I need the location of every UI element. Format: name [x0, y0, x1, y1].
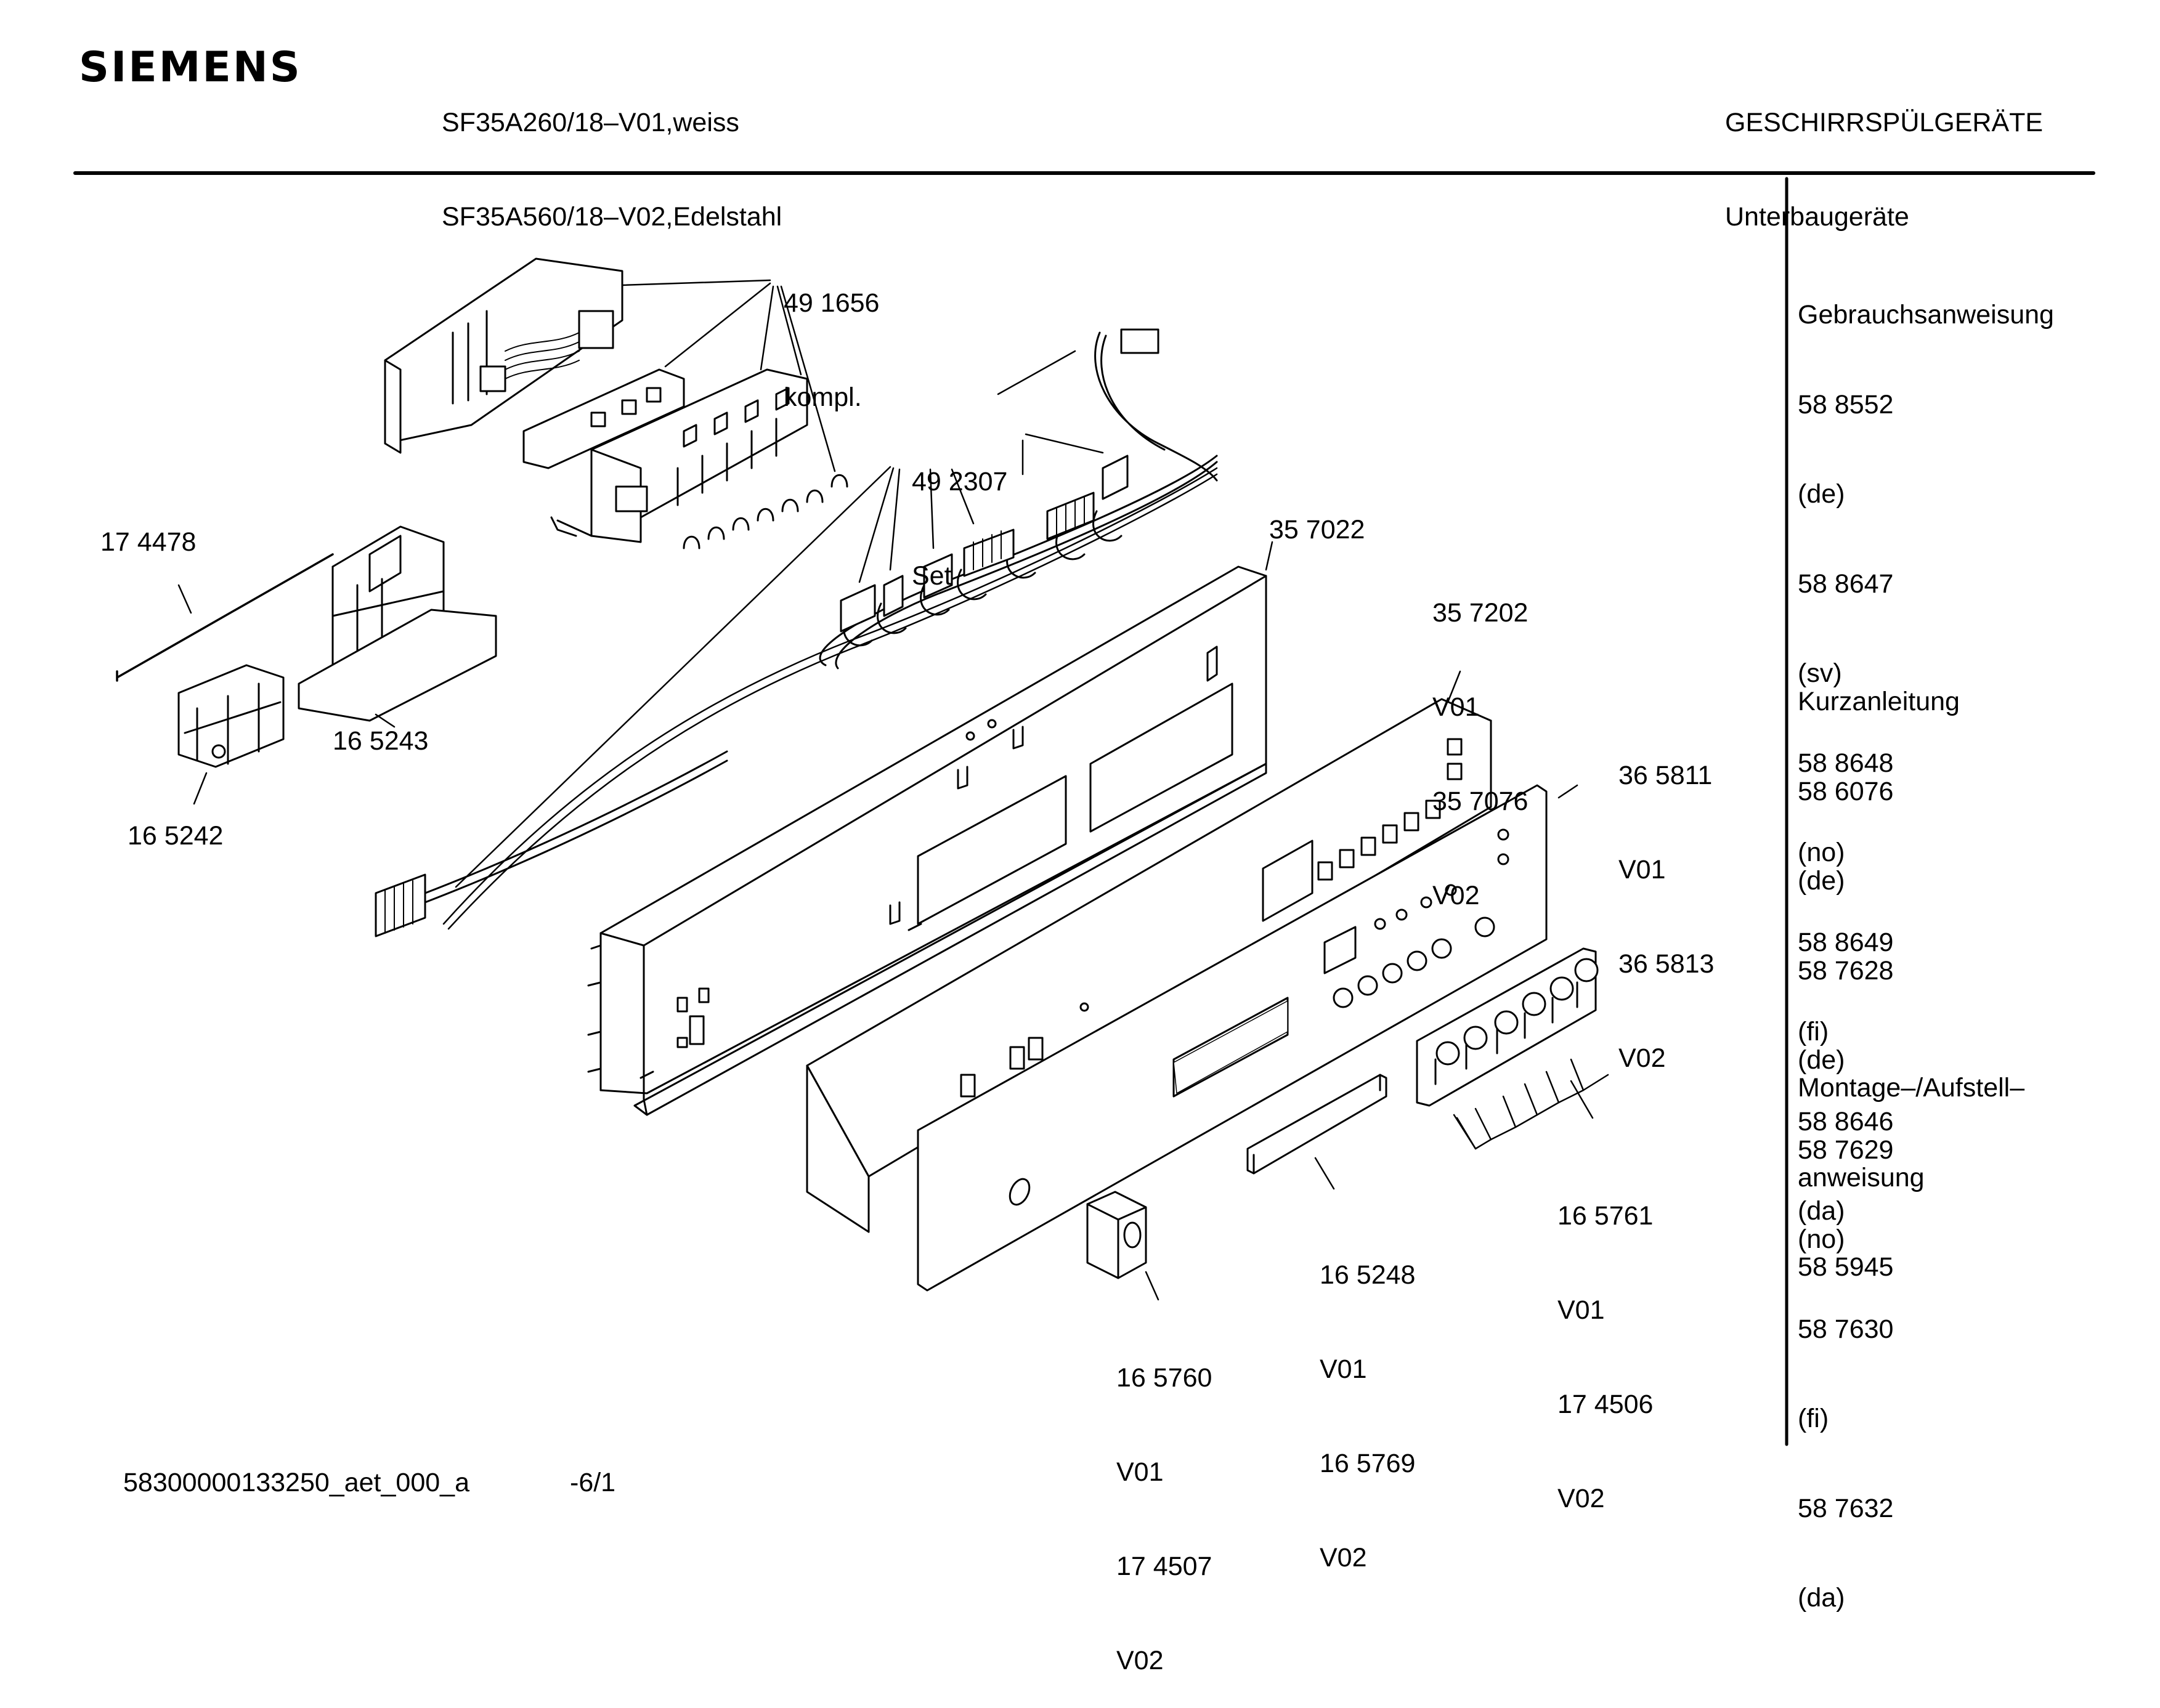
main-switch-part [1086, 1191, 1147, 1279]
doc-number: 58 8648 [1798, 748, 1894, 778]
door-lock-part [116, 525, 497, 768]
variant-code: V02 [1432, 881, 1480, 910]
doc-language: (de) [1798, 1045, 1845, 1075]
doc-language: (da) [1798, 1196, 1845, 1226]
part-label-492307: 49 2307 Set [912, 403, 1007, 623]
variant-code: V02 [1320, 1543, 1367, 1572]
variant-code: V01 [1557, 1295, 1605, 1325]
doc-number: 58 5945 [1798, 1252, 1894, 1282]
part-label-365811: 36 5811 V01 36 5813 V02 [1618, 697, 1714, 1106]
cover-strip-part [1246, 1074, 1387, 1175]
doc-language: (da) [1798, 1583, 1845, 1613]
category-line: Unterbaugeräte [1725, 202, 1909, 232]
part-number: 35 7076 [1432, 787, 1529, 816]
part-number: 16 5769 [1320, 1449, 1416, 1478]
leader-lines [1265, 541, 1578, 799]
leader-lines [177, 584, 396, 805]
doc-number: 58 7629 [1798, 1135, 1894, 1165]
variant-code: V02 [1116, 1646, 1164, 1675]
part-number: 36 5813 [1618, 949, 1715, 979]
leader-lines [455, 350, 1104, 888]
part-label-174478: 17 4478 [100, 527, 197, 557]
part-label-165243: 16 5243 [333, 726, 429, 756]
doc-number: 58 8646 [1798, 1106, 1894, 1136]
doc-heading: anweisung [1798, 1162, 1925, 1192]
part-number: 16 5761 [1557, 1201, 1654, 1231]
button-block-part [1416, 947, 1599, 1107]
part-number: 16 5760 [1116, 1363, 1212, 1393]
doc-number: 58 8552 [1798, 389, 1894, 419]
wiring-harness-part [375, 328, 1218, 937]
panel-frame-part [587, 565, 1267, 1116]
doc-language: (sv) [1798, 658, 1842, 688]
part-number: 16 5248 [1320, 1260, 1416, 1290]
doc-language: (fi) [1798, 1017, 1829, 1046]
part-label-165248: 16 5248 V01 16 5769 V02 [1320, 1197, 1415, 1605]
control-module-part [384, 257, 848, 549]
brand-logo: SIEMENS [79, 43, 302, 92]
doc-language: (no) [1798, 838, 1845, 867]
variant-code: V02 [1618, 1043, 1666, 1073]
part-qualifier: Set [912, 561, 952, 591]
doc-number: 58 7632 [1798, 1493, 1894, 1523]
part-label-491656: 49 1656 kompl. [784, 225, 879, 445]
panel-housing-part [806, 698, 1492, 1233]
doc-heading: Montage–/Aufstell– [1798, 1073, 2025, 1103]
leader-lines [621, 279, 836, 472]
variant-code: V01 [1432, 692, 1480, 722]
leader-lines [1453, 1058, 1609, 1150]
page-number: -6/1 [570, 1468, 616, 1497]
doc-language: (de) [1798, 866, 1845, 896]
leader-line [1314, 1157, 1335, 1190]
assembly-guide-list: Montage–/Aufstell– anweisung 58 5945 [1798, 1013, 2024, 1312]
variant-code: V01 [1618, 855, 1666, 884]
model-line: SF35A260/18–V01,weiss [442, 108, 739, 137]
doc-heading: Gebrauchsanweisung [1798, 300, 2054, 330]
part-number: 49 1656 [784, 288, 880, 318]
doc-number: 58 7630 [1798, 1314, 1894, 1344]
doc-heading: Kurzanleitung [1798, 687, 1960, 716]
exploded-view-drawing [73, 171, 2095, 1446]
model-list: SF35A260/18–V01,weiss SF35A560/18–V02,Ed… [442, 44, 782, 264]
document-id: 58300000133250_aet_000_a [123, 1468, 469, 1497]
part-label-165242: 16 5242 [128, 821, 224, 851]
part-label-357202: 35 7202 V01 35 7076 V02 [1432, 535, 1528, 943]
doc-number: 58 6076 [1798, 776, 1894, 806]
manual-list: Gebrauchsanweisung 58 8552 (de) 58 8647 … [1798, 240, 2054, 1256]
leader-line [1145, 1271, 1159, 1301]
part-number: 49 2307 [912, 467, 1008, 496]
doc-language: (de) [1798, 479, 1845, 509]
category-title: GESCHIRRSPÜLGERÄTE Unterbaugeräte [1725, 44, 2043, 264]
part-label-165760: 16 5760 V01 17 4507 V02 [1116, 1300, 1212, 1708]
model-line: SF35A560/18–V02,Edelstahl [442, 202, 782, 232]
part-label-357022: 35 7022 [1269, 515, 1365, 544]
variant-code: V01 [1320, 1354, 1367, 1384]
doc-number: 58 8647 [1798, 569, 1894, 599]
part-number: 36 5811 [1618, 761, 1713, 790]
doc-language: (no) [1798, 1224, 1845, 1254]
doc-language: (fi) [1798, 1404, 1829, 1433]
category-line: GESCHIRRSPÜLGERÄTE [1725, 108, 2044, 137]
variant-code: V02 [1557, 1484, 1605, 1513]
part-number: 35 7202 [1432, 598, 1529, 628]
part-number: 17 4506 [1557, 1390, 1654, 1419]
part-number: 17 4507 [1116, 1552, 1212, 1581]
front-panel-part [917, 784, 1548, 1292]
part-label-165761: 16 5761 V01 17 4506 V02 [1557, 1138, 1653, 1546]
doc-number: 58 7628 [1798, 955, 1894, 986]
doc-number: 58 8649 [1798, 927, 1894, 957]
part-qualifier: kompl. [784, 382, 862, 412]
variant-code: V01 [1116, 1457, 1164, 1487]
